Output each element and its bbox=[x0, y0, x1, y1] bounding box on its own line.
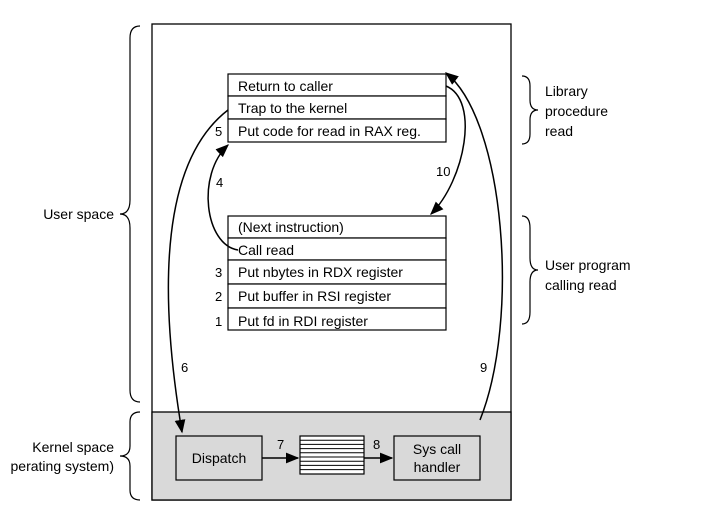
user-program-stack: (Next instruction) Call read Put nbytes … bbox=[227, 215, 447, 331]
arrow-step-4 bbox=[207, 144, 239, 251]
library-label-line3: read bbox=[545, 123, 573, 139]
step-number: 1 bbox=[215, 314, 222, 329]
step-number: 10 bbox=[436, 164, 450, 179]
user-row-label: Call read bbox=[238, 242, 294, 258]
library-label-line2: procedure bbox=[545, 103, 608, 119]
kernel-space-label-line1: Kernel space bbox=[32, 439, 114, 455]
user-row-label: Put buffer in RSI register bbox=[238, 288, 391, 304]
library-label-line1: Library bbox=[545, 83, 588, 99]
library-row-label: Put code for read in RAX reg. bbox=[238, 123, 421, 139]
library-brace bbox=[521, 75, 539, 145]
handler-label-line1: Sys call bbox=[413, 441, 461, 457]
step-number: 6 bbox=[181, 360, 188, 375]
dispatch-table bbox=[299, 435, 365, 475]
user-row-label: (Next instruction) bbox=[238, 219, 344, 235]
user-space-brace bbox=[119, 25, 141, 403]
kernel-space-label-line2: perating system) bbox=[11, 458, 114, 474]
library-row-put-code bbox=[227, 118, 447, 143]
sys-call-handler-box bbox=[393, 435, 481, 481]
library-procedure-stack: Return to caller Trap to the kernel Put … bbox=[227, 73, 447, 143]
step-number: 3 bbox=[215, 265, 222, 280]
library-row-label: Trap to the kernel bbox=[238, 100, 347, 116]
kernel-space-brace bbox=[119, 411, 141, 501]
arrow-step-6 bbox=[167, 109, 229, 434]
step-number: 9 bbox=[480, 360, 487, 375]
step-number: 2 bbox=[215, 289, 222, 304]
user-row-label: Put nbytes in RDX register bbox=[238, 264, 403, 280]
user-row-put-nbytes bbox=[227, 259, 447, 285]
step-number: 5 bbox=[215, 124, 222, 139]
step-number: 8 bbox=[373, 437, 380, 452]
user-program-label-line2: calling read bbox=[545, 277, 617, 293]
user-row-label: Put fd in RDI register bbox=[238, 313, 368, 329]
step-number: 4 bbox=[216, 175, 223, 190]
dispatch-label: Dispatch bbox=[192, 450, 246, 466]
handler-label-line2: handler bbox=[414, 459, 461, 475]
user-program-brace bbox=[521, 215, 539, 325]
user-row-put-fd bbox=[227, 307, 447, 331]
user-row-put-buffer bbox=[227, 283, 447, 309]
user-program-label-line1: User program bbox=[545, 257, 631, 273]
arrow-step-10 bbox=[430, 85, 466, 215]
user-space-label: User space bbox=[43, 206, 114, 222]
step-number: 7 bbox=[277, 437, 284, 452]
arrow-step-9 bbox=[444, 72, 504, 421]
library-row-label: Return to caller bbox=[238, 78, 333, 94]
